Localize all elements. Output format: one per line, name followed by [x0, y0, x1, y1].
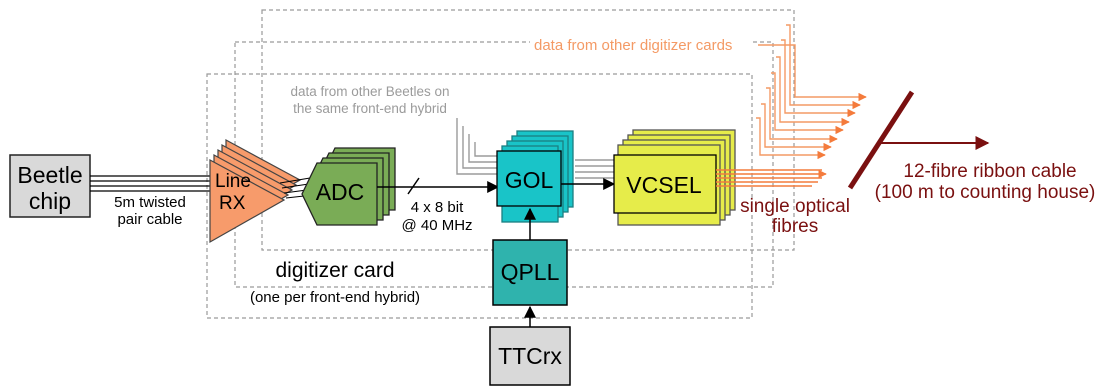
- optical-label-line1: single optical: [740, 196, 850, 217]
- card-title: digitizer card: [275, 259, 394, 282]
- cable-label-line2: pair cable: [117, 211, 182, 228]
- adc-label: ADC: [316, 179, 365, 205]
- optical-label-line2: fibres: [772, 216, 818, 237]
- bus-label-line2: @ 40 MHz: [401, 217, 472, 234]
- other-beetles-label-line1: data from other Beetles on: [290, 84, 449, 99]
- gol-block: GOL: [496, 130, 574, 223]
- beetle-label-line2: chip: [29, 188, 71, 214]
- bus-label-line1: 4 x 8 bit: [411, 199, 464, 216]
- other-beetles-lines: [456, 118, 500, 175]
- digitizer-card-outline: [206, 73, 753, 319]
- line-rx-label-line1: Line: [215, 171, 251, 192]
- ribbon-connector: [847, 90, 915, 190]
- beetle-chip-block: Beetle chip: [9, 154, 91, 218]
- ribbon-label-line2: (100 m to counting house): [875, 182, 1096, 203]
- qpll-block: QPLL: [492, 239, 568, 306]
- gol-label: GOL: [505, 167, 554, 193]
- line-rx-label-line2: RX: [219, 193, 246, 214]
- other-cards-label-bg: [530, 35, 752, 53]
- vcsel-label: VCSEL: [626, 172, 702, 198]
- other-cards-label: data from other digitizer cards: [534, 37, 732, 54]
- other-card-fibres: [756, 24, 867, 160]
- cable-label-line1: 5m twisted: [114, 194, 186, 211]
- other-beetles-bg: [270, 78, 475, 118]
- ribbon-label-line1: 12-fibre ribbon cable: [903, 161, 1076, 182]
- ttcrx-label: TTCrx: [498, 343, 562, 369]
- bus-width-slash: [407, 177, 420, 195]
- adc-block: ADC: [301, 147, 396, 226]
- qpll-label: QPLL: [501, 259, 560, 285]
- beetle-label-line1: Beetle: [17, 162, 82, 188]
- single-optical-fibres: [716, 169, 827, 187]
- line-rx-block: Line RX: [209, 138, 302, 244]
- card-subtitle: (one per front-end hybrid): [250, 289, 420, 306]
- other-beetles-label-line2: the same front-end hybrid: [293, 101, 447, 116]
- ttcrx-block: TTCrx: [489, 326, 571, 386]
- twisted-pair-cable: [90, 175, 218, 192]
